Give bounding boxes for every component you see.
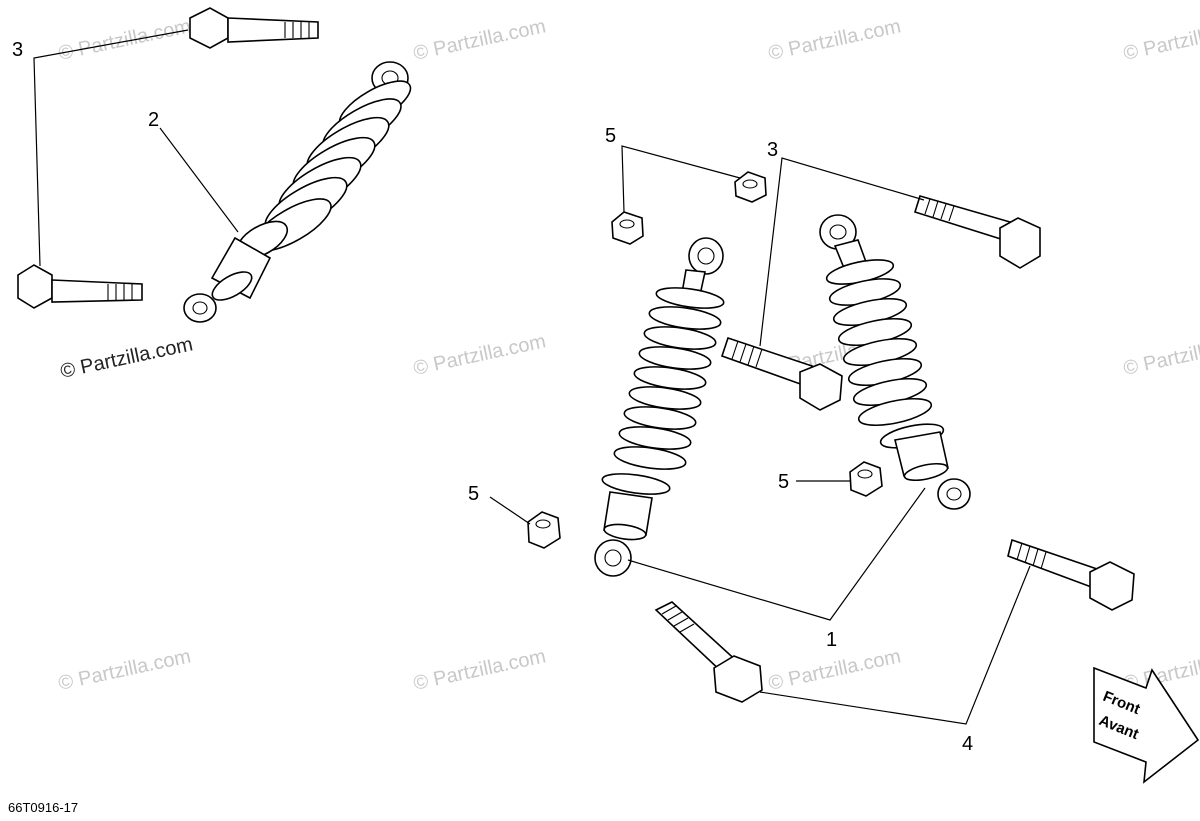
watermark-layer: © Partzilla.com © Partzilla.com © Partzi…: [56, 15, 1200, 695]
callouts: 3 2 5 3 5 5 1 4: [12, 39, 973, 755]
callout-5-top: 5: [605, 125, 616, 147]
coil-spring: [825, 259, 933, 427]
watermark-prominent: © Partzilla.com: [58, 333, 194, 383]
callout-4: 4: [962, 733, 973, 755]
watermark: © Partzilla.com: [1121, 15, 1200, 65]
nut-top-right: [734, 171, 767, 203]
bolt-upper-left: [189, 7, 319, 49]
watermark: © Partzilla.com: [766, 15, 902, 65]
callout-2: 2: [148, 109, 159, 131]
front-direction-arrow: Front Avant: [1093, 666, 1200, 784]
bolt-lower-left: [17, 264, 143, 309]
shock-absorber-front-right: [819, 214, 971, 510]
callout-1: 1: [826, 629, 837, 651]
callout-5-mid: 5: [778, 471, 789, 493]
coil-spring: [613, 287, 725, 470]
nut-middle: [849, 461, 883, 497]
callout-3-right: 3: [767, 139, 778, 161]
watermark: © Partzilla.com: [411, 330, 547, 380]
bolt-upper-right: [913, 195, 1041, 269]
watermark: © Partzilla.com: [56, 645, 192, 695]
nut-lower-left: [527, 511, 561, 549]
watermark: © Partzilla.com: [766, 645, 902, 695]
shock-absorber-rear-left: [183, 61, 412, 323]
diagram-code: 66T0916-17: [8, 800, 78, 815]
nut-top-left: [611, 211, 644, 245]
callout-5-left: 5: [468, 483, 479, 505]
bolt-lower-right: [1007, 538, 1135, 611]
bolt-lower-center: [654, 601, 763, 703]
watermark: © Partzilla.com: [1121, 330, 1200, 380]
watermark: © Partzilla.com: [411, 645, 547, 695]
shock-absorber-front-left: [594, 237, 725, 577]
bolt-middle-right: [720, 336, 843, 411]
leader-lines: [33, 29, 1031, 725]
watermark: © Partzilla.com: [411, 15, 547, 65]
coil-spring: [252, 80, 412, 252]
callout-3-left: 3: [12, 39, 23, 61]
watermark: © Partzilla.com: [56, 15, 192, 65]
